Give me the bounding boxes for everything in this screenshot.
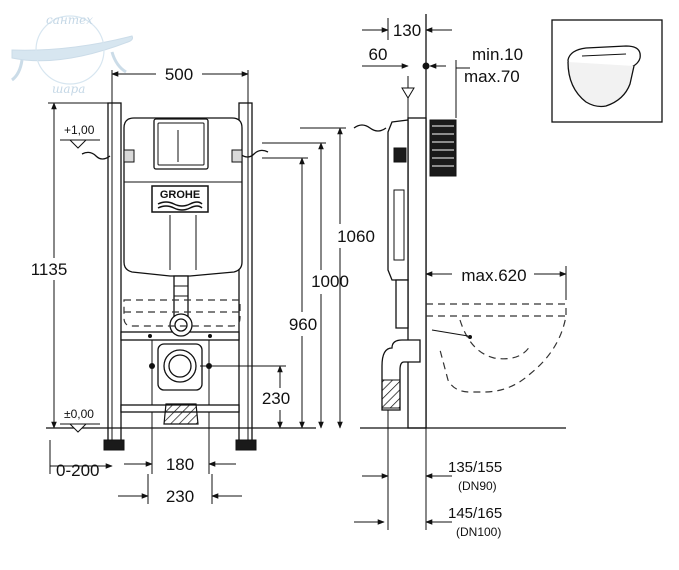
- wc-thumbnail: [551, 19, 663, 123]
- side-frame: [407, 117, 427, 429]
- dim-145-165: 145/165: [448, 505, 502, 522]
- flush-plate: [153, 118, 209, 170]
- dim-height-1060: 1060: [337, 227, 375, 246]
- dim-dn100: (DN100): [456, 525, 501, 539]
- dim-range-0-200: 0-200: [56, 461, 99, 480]
- watermark-text-bottom: шара: [52, 82, 85, 96]
- dim-height-960: 960: [289, 315, 317, 334]
- side-dimensions: 130 60 min.10 max.70 max.620 135/155 (DN…: [354, 18, 567, 539]
- dim-width-60: 60: [369, 45, 388, 64]
- dim-max-620: max.620: [461, 266, 526, 285]
- level-zero-label: ±0,00: [64, 407, 94, 421]
- dim-height-1000: 1000: [311, 272, 349, 291]
- grohe-logo-box: [151, 185, 209, 213]
- watermark-text-top: сантех: [46, 13, 93, 27]
- grohe-logo-text: GROHE: [160, 189, 200, 201]
- dim-width-500: 500: [165, 65, 193, 84]
- dim-adjust-max: max.70: [464, 67, 520, 86]
- side-flush-plate: [429, 119, 457, 177]
- level-top-label: +1,00: [64, 123, 95, 137]
- dim-dn90: (DN90): [458, 479, 497, 493]
- dim-height-230: 230: [262, 389, 290, 408]
- side-view: [353, 14, 567, 429]
- dim-135-155: 135/155: [448, 459, 502, 476]
- dim-width-130: 130: [393, 21, 421, 40]
- front-dimensions: 500 +1,00 ±0,00 1135 1060 1000 960 230: [14, 64, 375, 506]
- watermark-logo: сантех шара: [11, 13, 133, 96]
- dim-width-230: 230: [166, 487, 194, 506]
- frame-left-upright: [107, 102, 122, 449]
- dim-height-1135: 1135: [31, 260, 68, 279]
- dim-width-180: 180: [166, 455, 194, 474]
- dim-adjust-min: min.10: [472, 45, 523, 64]
- front-view: GROHE: [46, 102, 316, 451]
